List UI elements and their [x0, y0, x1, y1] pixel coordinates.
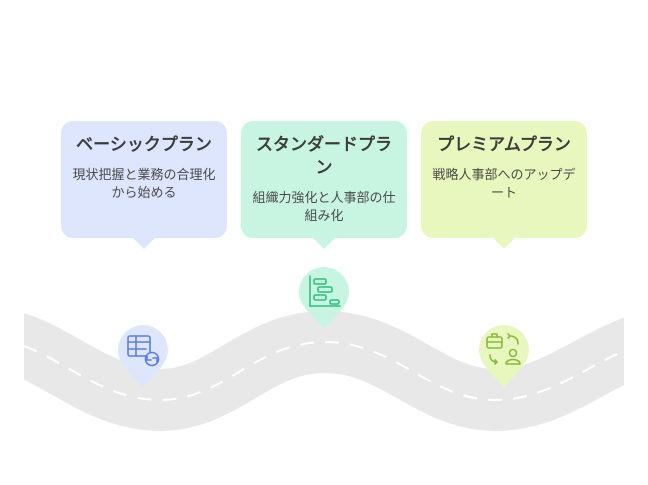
- plan-card-premium: プレミアムプラン 戦略人事部へのアップデート: [421, 121, 587, 249]
- plan-card-basic: ベーシックプラン 現状把握と業務の合理化から始める: [61, 121, 227, 249]
- plan-title: ベーシックプラン: [76, 135, 212, 155]
- road-center-line: [24, 340, 624, 402]
- plan-description: 組織力強化と人事部の仕組み化: [252, 191, 396, 224]
- road: [24, 310, 624, 432]
- plan-description: 現状把握と業務の合理化から始める: [72, 168, 216, 201]
- pin-basic: [118, 325, 168, 388]
- road-surface: [24, 310, 624, 432]
- plan-title: プレミアムプラン: [437, 135, 571, 155]
- plan-card-standard: スタンダードプラン 組織力強化と人事部の仕組み化: [241, 121, 407, 249]
- pin-premium: [479, 325, 529, 388]
- table-refresh-icon: [127, 335, 160, 367]
- pin-standard: [299, 267, 349, 329]
- briefcase-person-swap-icon: [486, 333, 521, 365]
- plan-title: スタンダードプラン: [256, 135, 392, 178]
- gantt-chart-icon: [309, 275, 341, 307]
- plan-description: 戦略人事部へのアップデート: [432, 168, 576, 201]
